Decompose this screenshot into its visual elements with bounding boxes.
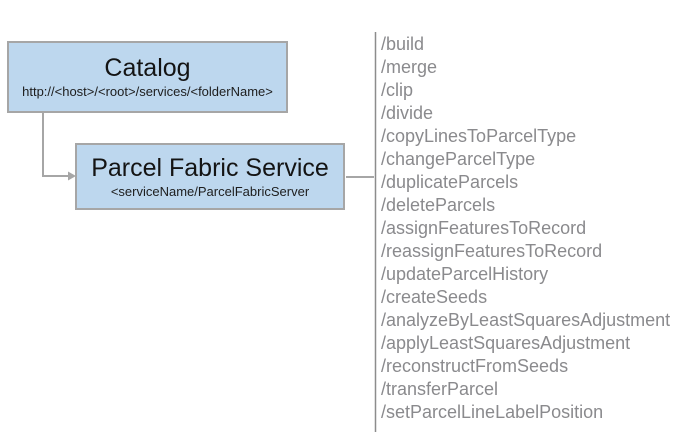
endpoint-item: /setParcelLineLabelPosition bbox=[381, 402, 604, 422]
endpoint-list: /build /merge /clip /divide /copyLinesTo… bbox=[381, 33, 670, 424]
endpoint-item: /updateParcelHistory bbox=[381, 264, 549, 284]
endpoint-item: /transferParcel bbox=[381, 379, 499, 399]
endpoint-item: /duplicateParcels bbox=[381, 172, 519, 192]
parcel-fabric-service-node: Parcel Fabric Service <serviceName/Parce… bbox=[75, 143, 345, 210]
connector-catalog-to-service bbox=[42, 113, 69, 177]
endpoint-item: /changeParcelType bbox=[381, 149, 536, 169]
catalog-node: Catalog http://<host>/<root>/services/<f… bbox=[7, 41, 288, 113]
endpoint-item: /createSeeds bbox=[381, 287, 488, 307]
service-title: Parcel Fabric Service bbox=[91, 153, 329, 182]
service-url-template: <serviceName/ParcelFabricServer bbox=[110, 183, 310, 199]
endpoint-item: /clip bbox=[381, 80, 414, 100]
catalog-url-template: http://<host>/<root>/services/<folderNam… bbox=[22, 84, 273, 99]
endpoint-item: /deleteParcels bbox=[381, 195, 496, 215]
endpoint-item: /assignFeaturesToRecord bbox=[381, 218, 587, 238]
endpoint-item: /reassignFeaturesToRecord bbox=[381, 241, 603, 261]
endpoint-item: /divide bbox=[381, 103, 434, 123]
endpoint-item: /applyLeastSquaresAdjustment bbox=[381, 333, 631, 353]
endpoint-item: /merge bbox=[381, 57, 438, 77]
catalog-title: Catalog bbox=[104, 54, 191, 82]
endpoint-item: /copyLinesToParcelType bbox=[381, 126, 577, 146]
endpoint-item: /build bbox=[381, 34, 425, 54]
endpoint-item: /analyzeByLeastSquaresAdjustment bbox=[381, 310, 671, 330]
endpoint-item: /reconstructFromSeeds bbox=[381, 356, 569, 376]
